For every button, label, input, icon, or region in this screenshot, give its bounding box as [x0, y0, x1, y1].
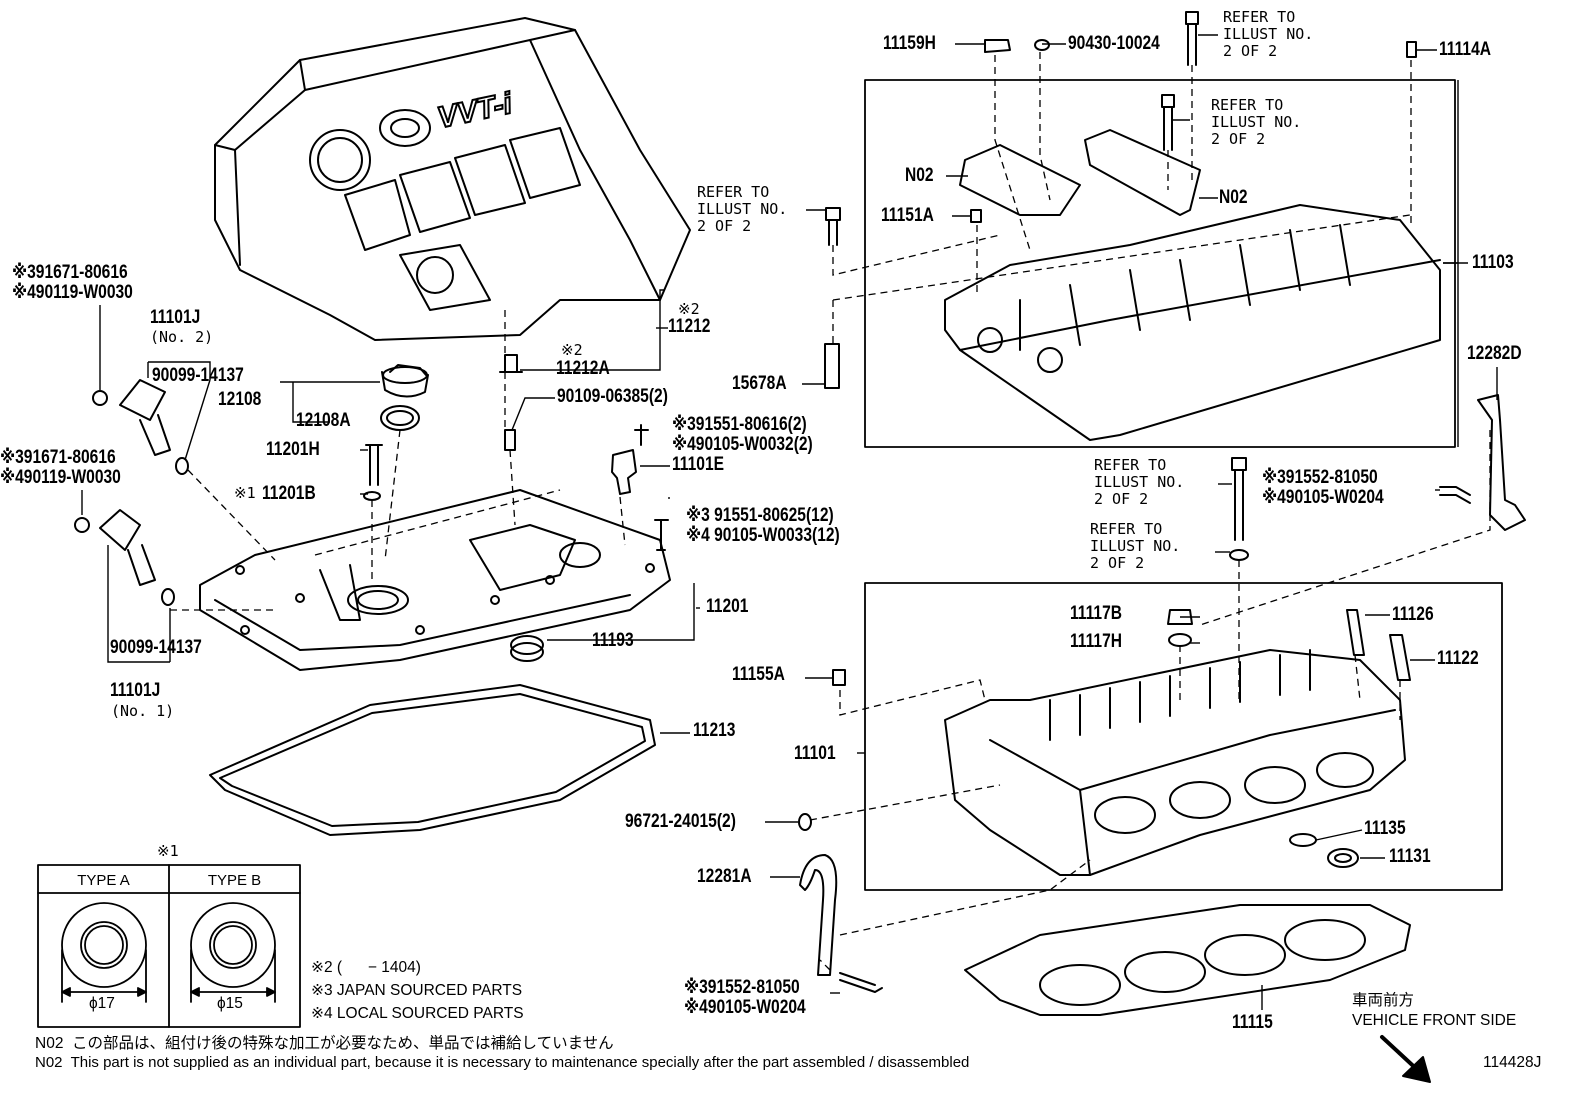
- part-11212A-label[interactable]: 11212A: [556, 358, 610, 379]
- alt-91551-80625[interactable]: ※3 91551-80625(12): [686, 505, 834, 526]
- gasket-11193-illustration: [510, 635, 544, 662]
- refer-note-mid[interactable]: REFER TO ILLUST NO. 2 OF 2: [1211, 96, 1302, 148]
- alt-90119-W0030-top[interactable]: ※490119-W0030: [12, 282, 133, 303]
- alt-90105-W0033[interactable]: ※4 90105-W0033(12): [686, 525, 840, 546]
- part-11155A-label[interactable]: 11155A: [732, 664, 785, 685]
- alt-91552-81050-right[interactable]: ※391552-81050: [1262, 467, 1378, 488]
- part-15678A-label[interactable]: 15678A: [732, 373, 787, 394]
- alt-91552-81050-bottom[interactable]: ※391552-81050: [684, 977, 800, 998]
- cylinder-head-group-box: [864, 582, 1503, 891]
- vehicle-front-japanese: 車両前方: [1352, 992, 1415, 1009]
- alt-91551-80616[interactable]: ※391551-80616(2): [672, 414, 807, 435]
- mark-1-bolt: ※1: [234, 484, 256, 502]
- engine-hanger-12282D-illustration: [1477, 394, 1526, 531]
- refer-note-head-bolt[interactable]: REFER TO ILLUST NO. 2 OF 2: [1094, 456, 1185, 508]
- part-90099-14137-bottom-label[interactable]: 90099-14137: [110, 637, 202, 658]
- bolt-icons: [363, 11, 1471, 993]
- footnote-n02-english: N02 This part is not supplied as an indi…: [35, 1054, 970, 1071]
- part-11151A-label[interactable]: 11151A: [881, 205, 934, 226]
- footnote-n02-japanese: N02 この部品は、組付け後の特殊な加工が必要なため、単品では補給していません: [35, 1035, 614, 1052]
- type-table-frame: [37, 864, 301, 1028]
- mark-2-cover: ※2: [678, 300, 700, 318]
- head-cover-gasket-illustration: [209, 684, 656, 836]
- part-90430-10024-label[interactable]: 90430-10024: [1068, 33, 1160, 54]
- legend-mark-3: ※3 JAPAN SOURCED PARTS: [311, 982, 523, 999]
- cylinder-head-gasket-illustration: [964, 904, 1411, 1016]
- part-N02-right-label[interactable]: N02: [1219, 187, 1248, 208]
- part-12108A-label[interactable]: 12108A: [296, 410, 351, 431]
- mark-1-table: ※1: [157, 842, 179, 860]
- part-11201H-label[interactable]: 11201H: [266, 439, 320, 460]
- part-11212-label[interactable]: 11212: [668, 316, 711, 337]
- part-11117B-label[interactable]: 11117B: [1070, 603, 1123, 624]
- refer-note-washer[interactable]: REFER TO ILLUST NO. 2 OF 2: [1090, 520, 1181, 572]
- part-11115-label[interactable]: 11115: [1232, 1012, 1273, 1033]
- part-N02-left-label[interactable]: N02: [905, 165, 934, 186]
- part-11114A-label[interactable]: 11114A: [1439, 39, 1492, 60]
- part-11131-label[interactable]: 11131: [1389, 846, 1431, 867]
- part-90109-06385-label[interactable]: 90109-06385(2): [557, 386, 668, 407]
- refer-note-left[interactable]: REFER TO ILLUST NO. 2 OF 2: [697, 183, 788, 235]
- part-11193-label[interactable]: 11193: [592, 630, 634, 651]
- type-b-diameter: ϕ15: [217, 995, 243, 1012]
- cylinder-head-illustration: [944, 649, 1406, 876]
- part-11101J-no1-label[interactable]: 11101J: [110, 680, 161, 701]
- refer-note-top[interactable]: REFER TO ILLUST NO. 2 OF 2: [1223, 8, 1314, 60]
- vehicle-front-arrow-icon: [1380, 1035, 1431, 1083]
- part-11122-label[interactable]: 11122: [1437, 648, 1479, 669]
- engine-cover-illustration: [214, 17, 691, 341]
- no1-qualifier: (No. 1): [111, 702, 175, 720]
- vehicle-front-english: VEHICLE FRONT SIDE: [1352, 1012, 1517, 1029]
- cylinder-head-cover-illustration: [199, 489, 671, 671]
- oil-filler-cap-illustration: [380, 364, 429, 431]
- part-11117H-label[interactable]: 11117H: [1070, 631, 1123, 652]
- part-12282D-label[interactable]: 12282D: [1467, 343, 1522, 364]
- alignment-dashed-lines: [170, 52, 1491, 971]
- alt-90105-W0204-bottom[interactable]: ※490105-W0204: [684, 997, 806, 1018]
- part-11101J-no2-label[interactable]: 11101J: [150, 307, 201, 328]
- part-11135-label[interactable]: 11135: [1364, 818, 1406, 839]
- part-11201-label[interactable]: 11201: [706, 596, 749, 617]
- alt-90105-W0204-right[interactable]: ※490105-W0204: [1262, 487, 1384, 508]
- camshaft-housing-illustration: [944, 129, 1441, 441]
- cam-position-sensor-illustration: [611, 449, 637, 495]
- engine-hanger-12281A-illustration: [799, 854, 838, 976]
- part-90099-14137-top-label[interactable]: 90099-14137: [152, 365, 244, 386]
- part-11201B-label[interactable]: 11201B: [262, 483, 316, 504]
- part-96721-24015-label[interactable]: 96721-24015(2): [625, 811, 736, 832]
- alt-90105-W0032[interactable]: ※490105-W0032(2): [672, 434, 813, 455]
- vvt-i-logo: VVT-i: [435, 87, 516, 135]
- part-11126-label[interactable]: 11126: [1392, 604, 1434, 625]
- camshaft-housing-group-box: [864, 79, 1456, 448]
- no2-qualifier: (No. 2): [150, 328, 214, 346]
- alt-91671-80616-bottom[interactable]: ※391671-80616: [0, 447, 116, 468]
- part-12281A-label[interactable]: 12281A: [697, 866, 752, 887]
- type-a-header: TYPE A: [77, 872, 130, 889]
- part-12108-label[interactable]: 12108: [218, 389, 262, 410]
- type-b-header: TYPE B: [207, 872, 262, 889]
- legend-mark-4: ※4 LOCAL SOURCED PARTS: [311, 1005, 524, 1022]
- alt-90119-W0030-bottom[interactable]: ※490119-W0030: [0, 467, 121, 488]
- part-11101E-label[interactable]: 11101E: [672, 454, 725, 475]
- legend-mark-2: ※2 ( − 1404): [311, 959, 421, 976]
- mark-2-nut: ※2: [561, 341, 583, 359]
- alt-91671-80616-top[interactable]: ※391671-80616: [12, 262, 128, 283]
- type-a-diameter: ϕ17: [89, 995, 115, 1012]
- oil-control-valve-no1-illustration: [74, 509, 175, 606]
- part-11103-label[interactable]: 11103: [1472, 252, 1514, 273]
- illustration-id: 114428J: [1483, 1054, 1542, 1071]
- part-11213-label[interactable]: 11213: [693, 720, 736, 741]
- leader-lines: [81, 34, 1498, 1010]
- oil-control-valve-no2-illustration: [92, 379, 189, 475]
- part-11159H-label[interactable]: 11159H: [883, 33, 936, 54]
- part-11101-label[interactable]: 11101: [794, 743, 836, 764]
